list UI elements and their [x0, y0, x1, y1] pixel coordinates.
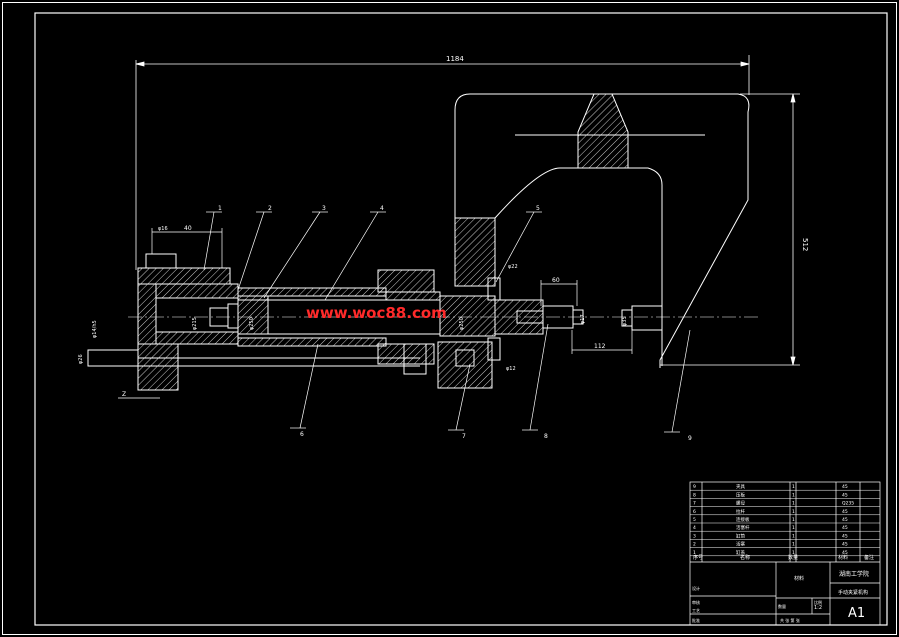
bom-cell-no: 3: [693, 533, 696, 539]
dimension-height: [660, 93, 800, 366]
title-school: 湖南工学院: [839, 570, 869, 578]
bom-cell-name: 拉杆: [736, 508, 745, 515]
bom-cell-name: 缸盖: [736, 549, 745, 556]
bom-cell-name: 活塞: [736, 541, 745, 548]
bom-cell-qty: 1: [792, 501, 795, 507]
bom-cell-mat: 45: [842, 517, 848, 523]
dim-z: Z: [122, 391, 126, 398]
balloon-6: 6: [300, 431, 304, 438]
bom-cell-name: 压板: [736, 491, 745, 498]
inner-border: [34, 12, 888, 626]
bom-cell-qty: 1: [792, 484, 795, 490]
bom-cell-qty: 1: [792, 509, 795, 515]
frame-block-hatched: [454, 217, 496, 287]
fit-a: φ14/h5: [92, 320, 98, 338]
bom-header-name: 名称: [740, 554, 750, 561]
balloon-5: 5: [536, 205, 540, 212]
title-label-design: 设计: [692, 585, 700, 591]
title-drawing: 手动夹紧机构: [838, 589, 868, 596]
balloon-7: 7: [462, 433, 466, 440]
bom-cell-name: 活塞杆: [736, 524, 750, 531]
dim-label-height: 512: [801, 238, 809, 251]
bom-cell-name: 连接板: [736, 516, 750, 523]
fit-c: φ22: [508, 264, 518, 270]
bom-cell-mat: 45: [842, 509, 848, 515]
bom-cell-qty: 1: [792, 542, 795, 548]
bom-header-mat: 材料: [838, 554, 848, 561]
bom-cell-no: 4: [693, 525, 696, 531]
bom-cell-mat: 45: [842, 484, 848, 490]
balloon-2: 2: [268, 205, 272, 212]
title-qty-label: 数量: [778, 603, 786, 609]
bom-cell-no: 2: [693, 542, 696, 548]
balloon-3: 3: [322, 205, 326, 212]
dim-60: 60: [552, 277, 560, 284]
title-sheet-size: A1: [848, 606, 865, 621]
title-sheets: 共 张 第 张: [780, 617, 800, 623]
dim-label-overall: 1184: [446, 55, 464, 63]
bom-cell-no: 9: [693, 484, 696, 490]
bom-cell-mat: 45: [842, 550, 848, 556]
bom-cell-qty: 1: [792, 525, 795, 531]
bom-cell-qty: 1: [792, 533, 795, 539]
dimension-overall-length: [135, 55, 750, 270]
bom-cell-mat: 45: [842, 542, 848, 548]
fit-d: φ16: [158, 226, 168, 232]
bom-cell-qty: 1: [792, 492, 795, 498]
title-scale: 1:2: [814, 605, 822, 611]
bom-header-no: 序号: [693, 554, 703, 561]
bom-header-qty: 数量: [788, 554, 798, 561]
bom-cell-mat: 45: [842, 525, 848, 531]
balloon-4: 4: [380, 205, 384, 212]
balloon-1: 1: [218, 205, 222, 212]
bom-cell-no: 8: [693, 492, 696, 498]
bom-cell-qty: 1: [792, 517, 795, 523]
dim-40: 40: [184, 225, 192, 232]
title-material-label: 材料: [794, 575, 804, 582]
dia-b: φ250: [249, 317, 255, 330]
cylinder-assembly: [87, 253, 663, 391]
dia-c: φ250: [459, 317, 465, 330]
balloon-9: 9: [688, 435, 692, 442]
title-label-process: 工艺: [692, 608, 700, 613]
bom-table: [689, 481, 881, 626]
bom-cell-no: 5: [693, 517, 696, 523]
title-label-approve: 批准: [692, 617, 700, 623]
bom-cell-name: 夹具: [736, 483, 745, 490]
bom-cell-name: 螺母: [736, 500, 745, 507]
fit-f: φ17: [580, 314, 586, 324]
dia-d: φ35: [622, 316, 628, 326]
bom-cell-name: 缸筒: [736, 532, 745, 539]
bom-cell-qty: 1: [792, 550, 795, 556]
bom-header-note: 备注: [864, 554, 874, 561]
bom-cell-mat: 45: [842, 492, 848, 498]
fit-b: φ26: [78, 354, 84, 364]
balloon-leaders: [203, 211, 691, 433]
bom-cell-no: 6: [693, 509, 696, 515]
wedge-hatched: [577, 93, 629, 169]
bom-cell-mat: 45: [842, 533, 848, 539]
title-label-review: 审核: [692, 599, 700, 605]
watermark-text: www.woc88.com: [306, 304, 447, 322]
balloon-8: 8: [544, 433, 548, 440]
dim-112: 112: [594, 343, 606, 350]
bom-cell-no: 1: [693, 550, 696, 556]
bom-cell-no: 7: [693, 501, 696, 507]
dia-a: φ215: [192, 317, 198, 330]
title-ratio-label: 比例: [814, 599, 822, 605]
fit-e: φ12: [506, 366, 516, 372]
bom-cell-mat: Q235: [842, 501, 854, 507]
